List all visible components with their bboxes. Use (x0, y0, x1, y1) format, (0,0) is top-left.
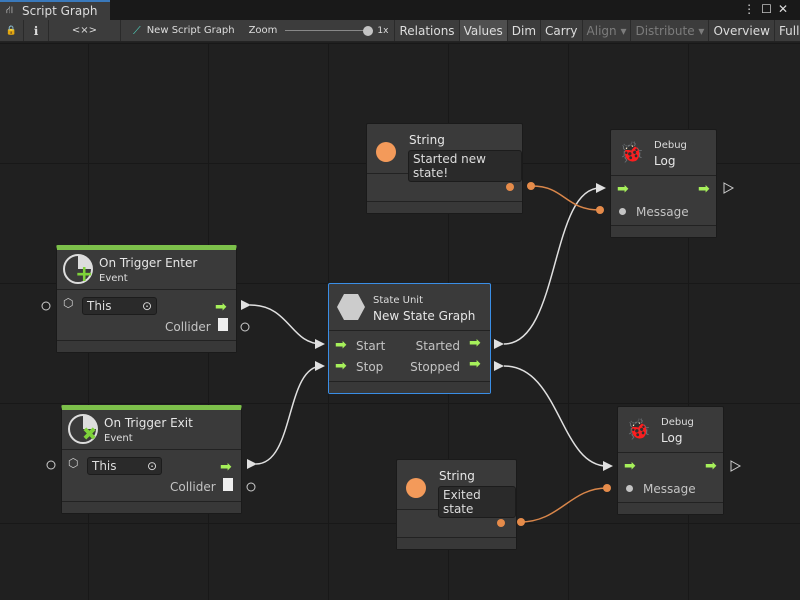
state-unit-node[interactable]: State Unit New State Graph ➡ Start ➡ Sto… (328, 283, 491, 394)
bug-icon: 🐞 (619, 140, 644, 164)
flow-out-arrow-icon: ➡ (469, 356, 481, 372)
flow-out-arrow-icon: ➡ (705, 458, 717, 474)
flow-out-arrow-icon: ➡ (215, 299, 227, 315)
message-label: Message (643, 482, 696, 496)
flow-out-arrow-icon: ➡ (698, 181, 710, 197)
started-port-label: Started (415, 339, 460, 353)
node-title: New State Graph (373, 309, 476, 323)
values-button[interactable]: Values (459, 20, 508, 41)
string-node[interactable]: String Started new state! (366, 123, 523, 214)
trigger-enter-icon (63, 254, 93, 284)
target-field[interactable]: This⊙ (87, 457, 162, 475)
close-icon[interactable]: ✕ (777, 2, 794, 16)
flow-out-arrow-icon: ➡ (220, 459, 232, 475)
embed-button[interactable]: <×> (49, 20, 121, 41)
window-controls: ⋮☐✕ (743, 2, 794, 16)
flow-in-arrow-icon: ➡ (335, 358, 347, 374)
zoom-value: 1x (377, 25, 389, 36)
hierarchy-icon: ⛙ (6, 5, 14, 16)
string-icon (376, 142, 396, 162)
node-title: String (439, 469, 475, 483)
graph-breadcrumb: ⟋ New Script Graph Zoom 1x (121, 20, 394, 41)
string-output-port[interactable] (506, 183, 514, 191)
object-picker-icon: ⊙ (141, 299, 152, 313)
dim-button[interactable]: Dim (508, 20, 542, 41)
collider-icon (218, 318, 228, 331)
tab-bar: ⛙Script Graph ⋮☐✕ (0, 0, 800, 20)
zoom-label: Zoom (248, 25, 278, 36)
graph-name-link[interactable]: New Script Graph (146, 25, 235, 36)
node-title: On Trigger Enter (99, 256, 198, 270)
lock-icon: 🔒 (5, 25, 18, 36)
node-title: Log (661, 431, 683, 445)
gameobject-icon: ⬡ (63, 296, 74, 310)
gameobject-icon: ⬡ (68, 456, 79, 470)
node-category: State Unit (373, 295, 424, 306)
string-output-port[interactable] (497, 519, 505, 527)
string-node[interactable]: String Exited state (396, 459, 517, 550)
lock-button[interactable]: 🔒 (0, 20, 24, 41)
distribute-dropdown[interactable]: Distribute ▾ (631, 20, 710, 41)
string-icon (406, 478, 426, 498)
node-title: String (409, 133, 445, 147)
debug-log-node[interactable]: 🐞 Debug Log ➡ ➡ Message (610, 129, 717, 238)
flow-in-arrow-icon: ➡ (617, 181, 629, 197)
on-trigger-enter-node[interactable]: + On Trigger Enter Event ⬡ This⊙ ➡ Colli… (56, 245, 237, 353)
flow-in-arrow-icon: ➡ (624, 458, 636, 474)
node-subtitle: Event (104, 433, 133, 444)
stopped-port-label: Stopped (410, 360, 460, 374)
align-dropdown[interactable]: Align ▾ (583, 20, 632, 41)
x-icon: ✖ (82, 424, 98, 445)
object-picker-icon: ⊙ (146, 459, 157, 473)
flow-in-arrow-icon: ➡ (335, 337, 347, 353)
collider-label: Collider (165, 320, 211, 334)
plus-icon: + (75, 262, 94, 287)
start-port-label: Start (356, 339, 386, 353)
node-category: Debug (661, 417, 694, 428)
overview-button[interactable]: Overview (709, 20, 775, 41)
collider-label: Collider (170, 480, 216, 494)
bug-icon: 🐞 (626, 417, 651, 441)
info-button[interactable]: ℹ (24, 20, 49, 41)
node-category: Debug (654, 140, 687, 151)
string-value-input[interactable]: Started new state! (408, 150, 522, 182)
embed-icon: <×> (71, 25, 98, 36)
kebab-icon[interactable]: ⋮ (743, 2, 762, 16)
full-screen-button[interactable]: Full Scr (775, 20, 800, 41)
message-port[interactable] (619, 208, 626, 215)
graph-icon: ⟋ (133, 23, 141, 37)
flow-out-arrow-icon: ➡ (469, 335, 481, 351)
zoom-slider[interactable] (285, 25, 374, 36)
message-port[interactable] (626, 485, 633, 492)
maximize-icon[interactable]: ☐ (761, 2, 778, 16)
node-title: On Trigger Exit (104, 416, 193, 430)
node-title: Log (654, 154, 676, 168)
collider-icon (223, 478, 233, 491)
string-value-input[interactable]: Exited state (438, 486, 516, 518)
carry-button[interactable]: Carry (541, 20, 583, 41)
info-icon: ℹ (33, 23, 39, 38)
tab-script-graph[interactable]: ⛙Script Graph (0, 0, 110, 20)
trigger-exit-icon (68, 414, 98, 444)
message-label: Message (636, 205, 689, 219)
relations-button[interactable]: Relations (394, 20, 460, 41)
debug-log-node[interactable]: 🐞 Debug Log ➡ ➡ Message (617, 406, 724, 515)
target-field[interactable]: This⊙ (82, 297, 157, 315)
on-trigger-exit-node[interactable]: ✖ On Trigger Exit Event ⬡ This⊙ ➡ Collid… (61, 405, 242, 514)
node-subtitle: Event (99, 273, 128, 284)
toolbar: 🔒 ℹ <×> ⟋ New Script Graph Zoom 1x Relat… (0, 20, 800, 42)
stop-port-label: Stop (356, 360, 384, 374)
